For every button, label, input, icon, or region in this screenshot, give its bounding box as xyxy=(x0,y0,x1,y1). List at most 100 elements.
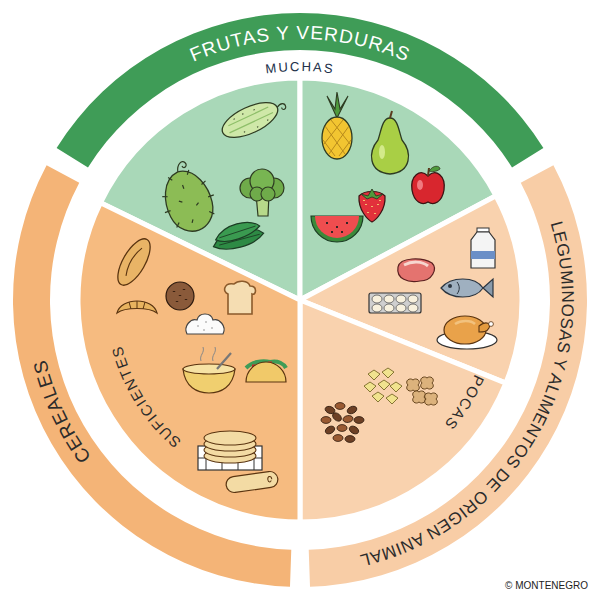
fish-part xyxy=(483,279,493,297)
rice xyxy=(186,314,224,334)
beans-part xyxy=(331,411,343,423)
egg-tray-part xyxy=(369,293,421,313)
portion-word: MUCHAS xyxy=(264,59,335,77)
roast-chicken xyxy=(437,316,497,349)
band-outline: CEREALESSUFICIENTES xyxy=(10,162,295,590)
meat-part xyxy=(404,262,428,266)
cucumber-part xyxy=(227,106,273,133)
egg-tray-part xyxy=(384,295,394,303)
band-shape xyxy=(57,13,544,168)
text-path: LEGUMINOSAS Y ALIMENTOS DE ORIGEN ANIMAL xyxy=(358,219,577,570)
egg-tray-part xyxy=(396,295,406,303)
rice-part xyxy=(197,322,213,330)
pasta-seeds xyxy=(364,368,402,404)
egg-tray-part xyxy=(372,295,382,303)
meat xyxy=(398,259,435,282)
cookie-part xyxy=(174,289,186,302)
pasta-seeds-part xyxy=(382,368,394,378)
cucumber-part xyxy=(217,96,282,145)
beans-part xyxy=(346,405,358,415)
chayote-part xyxy=(175,161,188,172)
bread-slice xyxy=(225,281,256,314)
croissant-part xyxy=(129,301,145,309)
pasta-seeds-part xyxy=(390,382,402,392)
chayote-part xyxy=(154,165,220,231)
beans-part xyxy=(321,417,331,424)
cucumber xyxy=(217,92,290,144)
band-shape xyxy=(13,165,291,587)
cookie-part xyxy=(166,282,194,310)
rolled-tortilla xyxy=(225,470,279,493)
milk-carton-part xyxy=(471,251,495,259)
beans-part xyxy=(335,403,345,410)
tortillas-part xyxy=(204,431,256,445)
croissant-part xyxy=(117,301,157,313)
spinach-part xyxy=(217,226,260,246)
roast-chicken-part xyxy=(455,321,475,324)
beans-part xyxy=(337,425,347,432)
fish xyxy=(441,279,493,297)
pasta-seeds-part xyxy=(386,394,398,404)
group-name: FRUTAS Y VERDURAS xyxy=(187,22,414,66)
pear-part xyxy=(390,111,392,118)
text-path: FRUTAS Y VERDURAS xyxy=(187,22,414,66)
plate-sectors xyxy=(78,78,522,522)
apple xyxy=(412,166,445,203)
rolled-tortilla-part xyxy=(267,476,272,482)
peanuts-part xyxy=(407,379,420,391)
copyright-note: © MONTENEGRO xyxy=(505,580,588,591)
soup-bowl-part xyxy=(217,353,231,369)
pasta-seeds-part xyxy=(372,392,384,402)
beans-part xyxy=(345,436,355,443)
beans-part xyxy=(348,425,360,436)
apple-part xyxy=(412,173,445,204)
egg-tray-part xyxy=(408,295,418,303)
text-path: CEREALES xyxy=(29,358,95,467)
apple-part xyxy=(417,180,423,190)
fish-part xyxy=(441,279,483,297)
portion-word: POCAS xyxy=(441,373,488,434)
portion-word: SUFICIENTES xyxy=(108,344,184,452)
watermelon-part xyxy=(327,222,347,233)
bread-roll xyxy=(111,234,156,290)
band-outline: LEGUMINOSAS Y ALIMENTOS DE ORIGEN ANIMAL… xyxy=(305,162,590,590)
band-outline: FRUTAS Y VERDURASMUCHAS xyxy=(53,10,547,171)
pineapple-part xyxy=(322,117,352,159)
soup-bowl-part xyxy=(183,364,235,374)
pasta-seeds-part xyxy=(364,382,376,392)
pineapple-part xyxy=(323,120,351,156)
strawberry-part xyxy=(361,189,383,199)
rolled-tortilla-part xyxy=(225,470,279,493)
peanuts xyxy=(407,377,438,405)
egg-tray-part xyxy=(396,304,406,312)
chayote-part xyxy=(157,164,220,238)
bread-roll-part xyxy=(123,247,142,276)
egg-tray-part xyxy=(372,304,382,312)
croissant xyxy=(117,301,157,313)
fish-part xyxy=(448,284,452,288)
milk-carton xyxy=(471,228,495,268)
beans-part xyxy=(354,417,364,424)
text-path: MUCHAS xyxy=(264,59,335,77)
strawberry-part xyxy=(364,200,380,214)
beans-part xyxy=(342,415,353,423)
band-shape xyxy=(309,165,587,587)
rice-part xyxy=(186,314,224,334)
cucumber-part xyxy=(277,103,287,112)
text-path: POCAS xyxy=(441,373,488,434)
peanuts-part xyxy=(413,391,426,403)
peanuts-part xyxy=(425,393,438,405)
pear xyxy=(372,111,409,174)
bread-slice-part xyxy=(225,281,256,314)
soup-bowl-part xyxy=(201,347,216,361)
pineapple xyxy=(322,92,352,159)
watermelon-part xyxy=(311,216,363,242)
milk-carton-part xyxy=(477,228,489,232)
pear-part xyxy=(372,118,409,174)
fish-part xyxy=(457,282,459,294)
soup-bowl xyxy=(183,347,235,393)
spinach-part xyxy=(213,218,261,244)
egg-tray-part xyxy=(408,304,418,312)
